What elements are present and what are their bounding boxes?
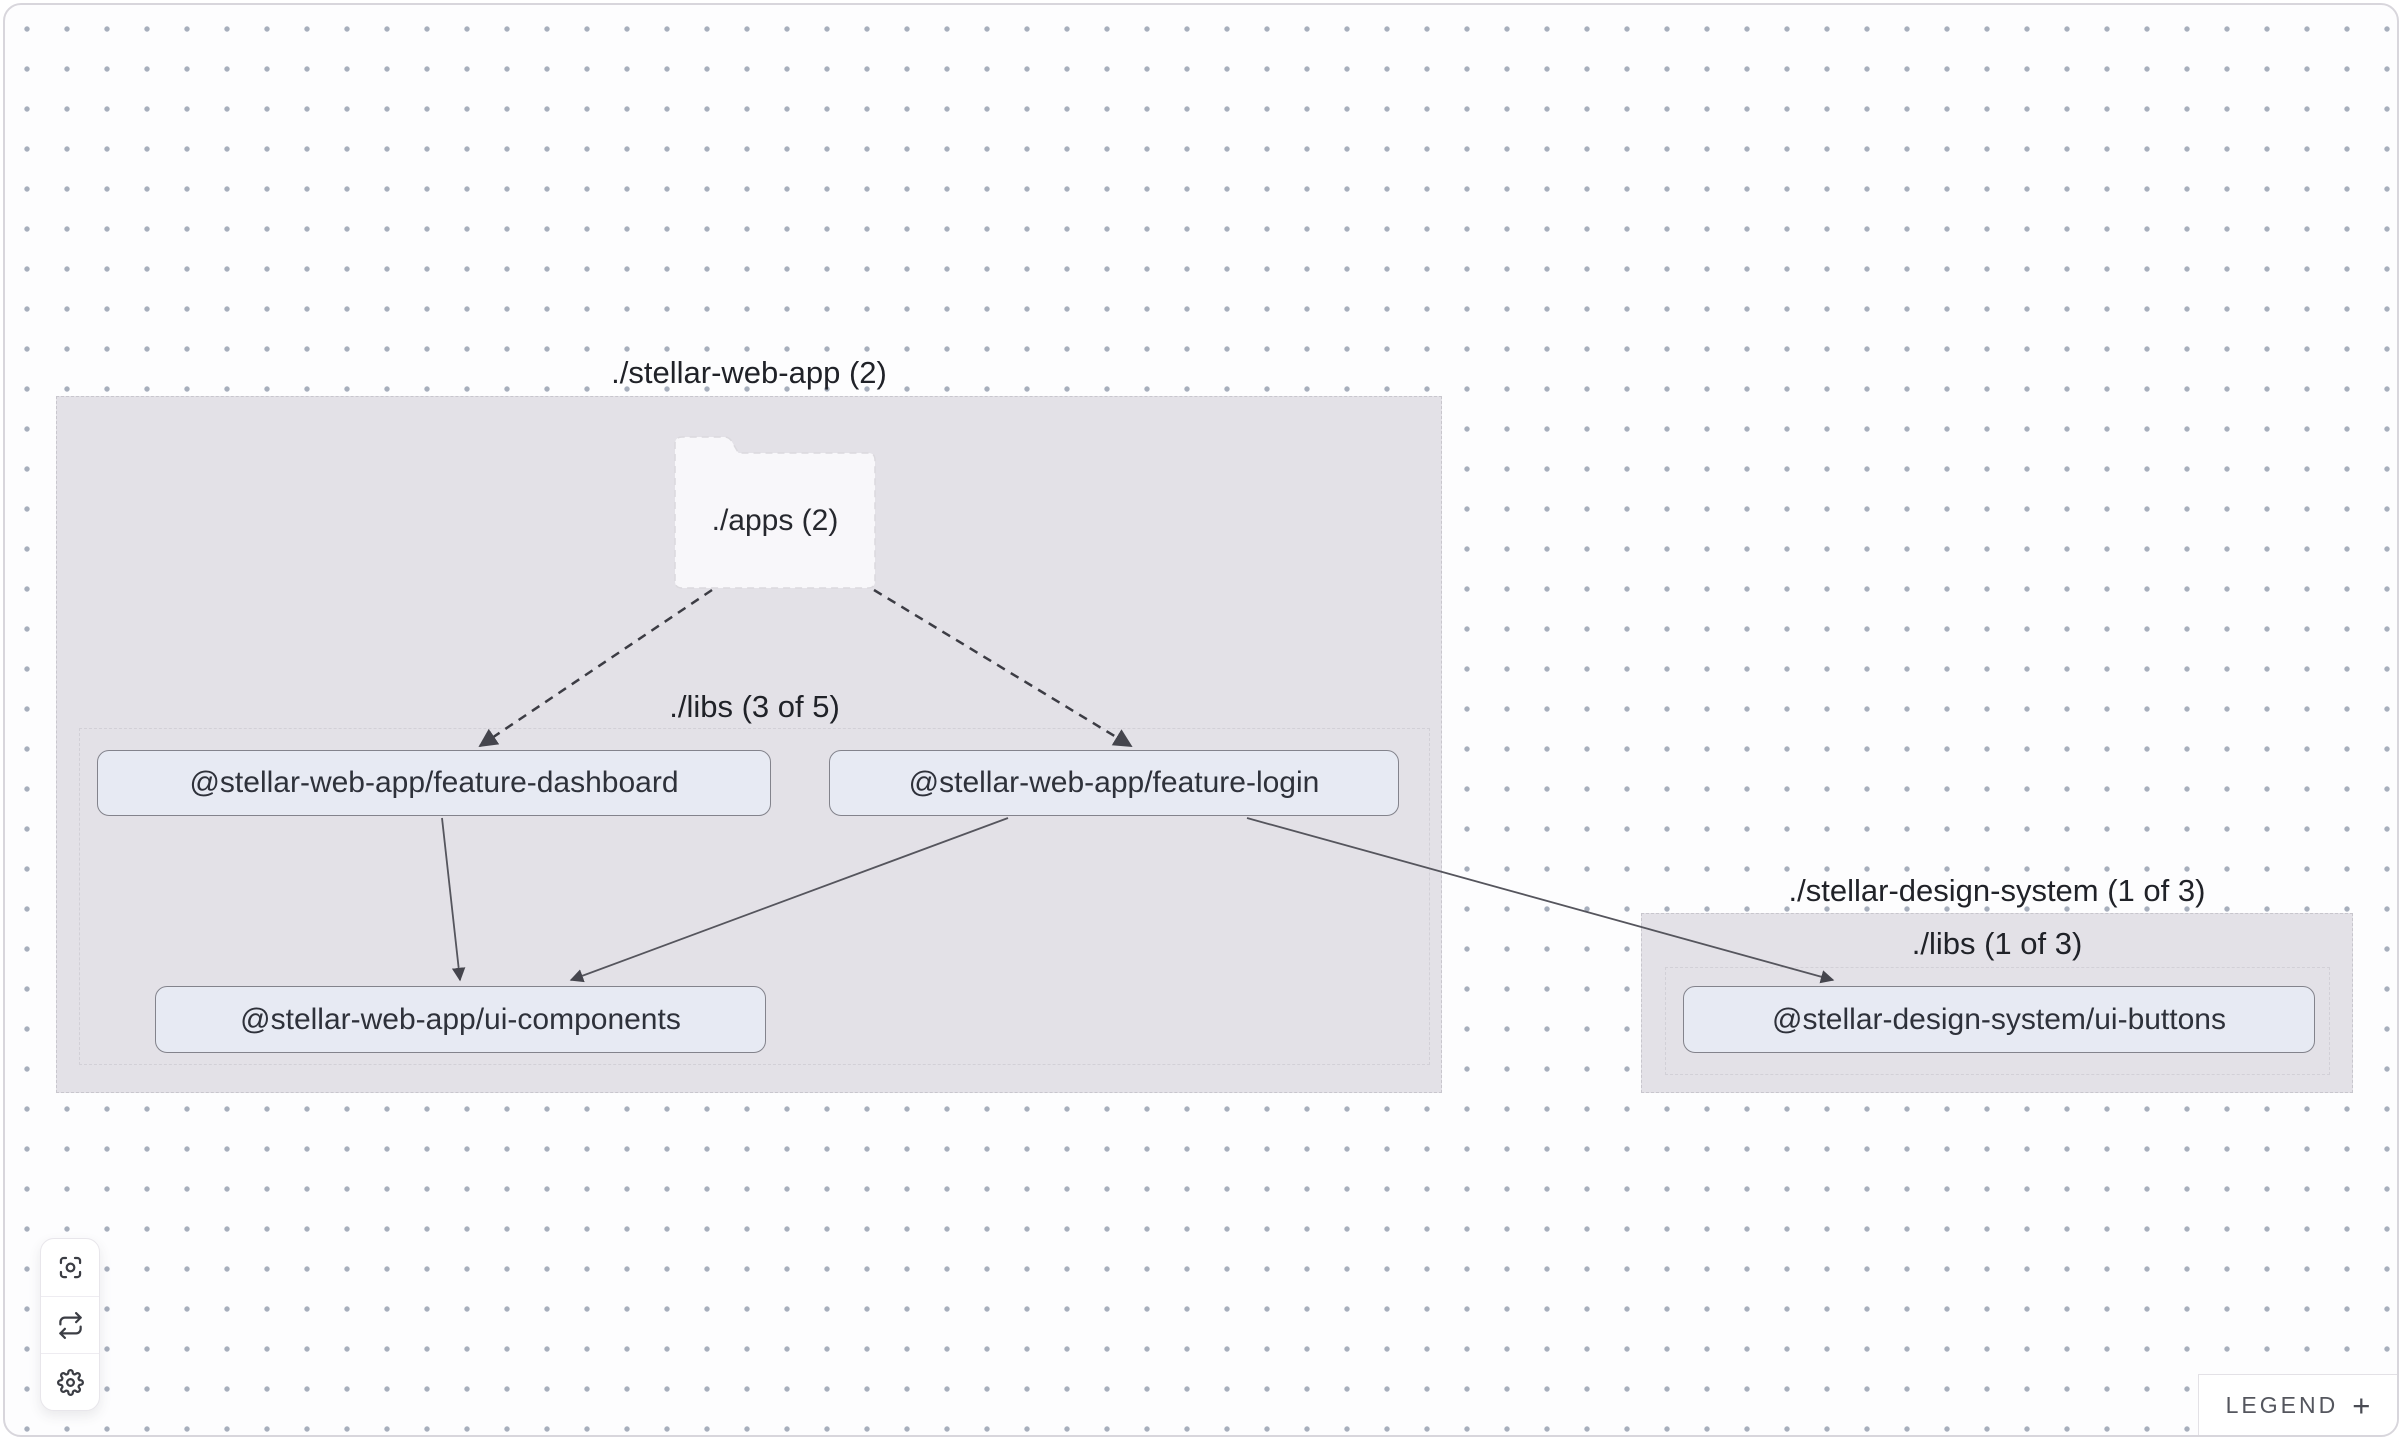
node-feature-login[interactable]: @stellar-web-app/feature-login	[829, 750, 1399, 816]
settings-gear-icon	[56, 1368, 84, 1396]
group-label-stellar-web-app: ./stellar-web-app (2)	[611, 355, 887, 390]
folder-apps[interactable]: ./apps (2)	[674, 436, 876, 589]
focus-center-icon	[59, 1256, 81, 1279]
folder-icon	[674, 436, 876, 589]
settings-button[interactable]	[41, 1353, 99, 1410]
group-label-stellar-web-app-libs: ./libs (3 of 5)	[669, 689, 840, 724]
node-feature-login-label: @stellar-web-app/feature-login	[908, 766, 1320, 799]
graph-canvas[interactable]: ./stellar-web-app (2) ./libs (3 of 5) ./…	[3, 3, 2399, 1437]
group-label-stellar-design-system: ./stellar-design-system (1 of 3)	[1788, 873, 2206, 908]
legend-label: LEGEND	[2225, 1391, 2339, 1418]
legend-plus-icon: +	[2352, 1387, 2371, 1423]
node-feature-dashboard-label: @stellar-web-app/feature-dashboard	[189, 766, 679, 799]
group-label-stellar-design-system-libs: ./libs (1 of 3)	[1911, 926, 2083, 961]
focus-center-button[interactable]	[41, 1239, 99, 1296]
node-ui-components[interactable]: @stellar-web-app/ui-components	[155, 986, 766, 1053]
refresh-layout-button[interactable]	[41, 1296, 99, 1353]
legend-toggle-button[interactable]: LEGEND +	[2198, 1374, 2397, 1435]
folder-apps-label: ./apps (2)	[711, 504, 839, 537]
refresh-layout-icon	[58, 1311, 82, 1339]
node-ui-buttons[interactable]: @stellar-design-system/ui-buttons	[1683, 986, 2315, 1053]
canvas-toolbar	[40, 1238, 100, 1411]
node-feature-dashboard[interactable]: @stellar-web-app/feature-dashboard	[97, 750, 771, 816]
node-ui-components-label: @stellar-web-app/ui-components	[240, 1002, 681, 1036]
subgroup-stellar-design-system-libs	[1665, 967, 2330, 1075]
node-ui-buttons-label: @stellar-design-system/ui-buttons	[1772, 1002, 2226, 1036]
